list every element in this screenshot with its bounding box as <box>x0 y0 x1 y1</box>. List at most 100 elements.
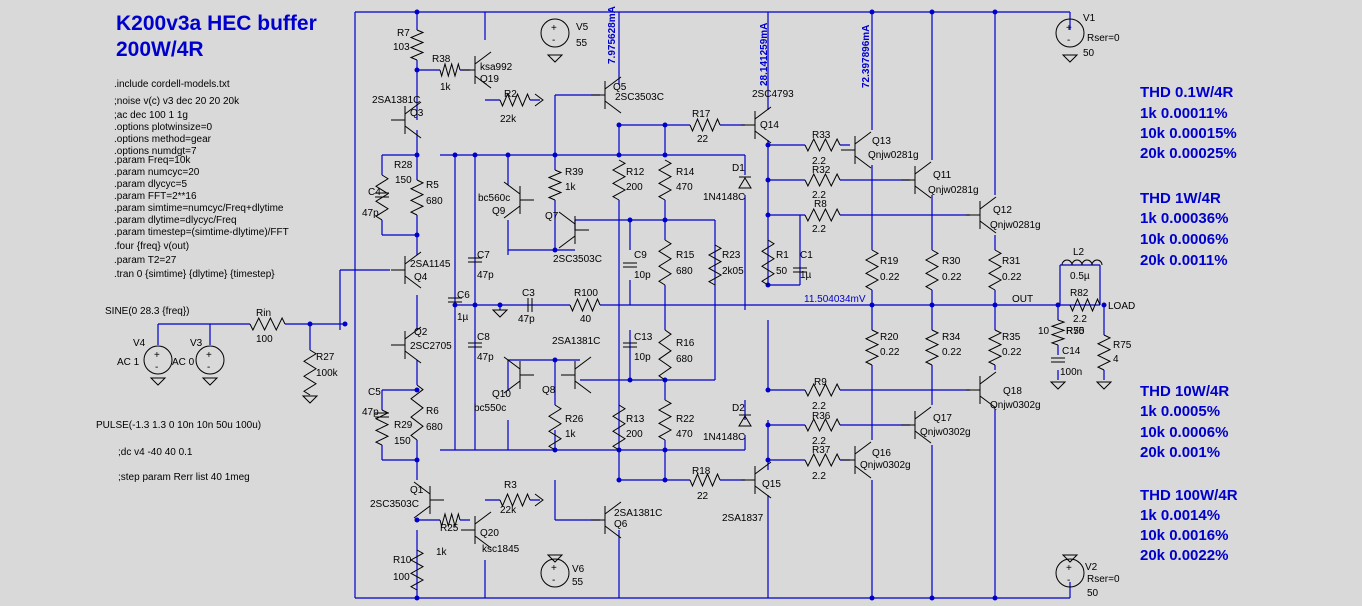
transistor-emitter <box>474 535 492 549</box>
inductor-name: L2 <box>1073 247 1085 258</box>
capacitor-value: 47p <box>362 208 379 219</box>
resistor-symbol <box>612 404 626 451</box>
resistor-name: R36 <box>812 411 831 422</box>
junction-dot <box>414 387 420 393</box>
transistor-collector <box>474 511 492 525</box>
directive-line: .param Freq=10k <box>114 155 191 166</box>
thd-annotations: THD 0.1W/4R 1k 0.00011% 10k 0.00015% 20k… <box>1140 84 1238 564</box>
capacitor-value: 10p <box>634 352 651 363</box>
source-rser: Rser=0 <box>1087 574 1120 585</box>
net-label-out: OUT <box>1012 294 1033 305</box>
ground-symbol <box>149 377 167 386</box>
junction-dot <box>929 595 935 601</box>
junction-dot <box>662 152 668 158</box>
ground-symbol <box>546 554 564 563</box>
capacitor-value: 47p <box>362 407 379 418</box>
source-rser: Rser=0 <box>1087 33 1120 44</box>
transistor-model: 2SA1381C <box>552 336 600 347</box>
transistor-collector <box>503 356 521 370</box>
thd-heading: THD 0.1W/4R <box>1140 84 1234 101</box>
source-name: V6 <box>572 564 585 575</box>
resistor-symbol <box>658 239 672 286</box>
resistor-name: R17 <box>692 109 711 120</box>
transistor-model: Qnjw0281g <box>928 185 979 196</box>
resistor-name: R8 <box>814 199 827 210</box>
transistor-emitter <box>979 395 997 409</box>
resistor-symbol <box>864 329 880 366</box>
directive-line: .four {freq} v(out) <box>114 241 189 252</box>
resistor-name: R82 <box>1070 288 1089 299</box>
resistor-name: R18 <box>692 466 711 477</box>
transistor-emitter <box>474 75 492 89</box>
thd-row: 1k 0.00036% <box>1140 210 1228 227</box>
junction-dot <box>929 302 935 308</box>
capacitor-value: 100n <box>1060 367 1082 378</box>
voltage-source-symbol <box>540 558 570 588</box>
transistor-collector <box>979 196 997 210</box>
junction-dot <box>662 447 668 453</box>
junction-dot <box>414 67 420 73</box>
thd-row: 10k 0.0016% <box>1140 527 1228 544</box>
voltage-source-symbol <box>540 18 570 48</box>
plus-sign: + <box>551 563 557 574</box>
diode-symbol <box>738 177 752 189</box>
ground-symbol <box>1095 381 1113 390</box>
resistor-name: R19 <box>880 256 899 267</box>
diode-name: D2 <box>732 403 745 414</box>
resistor-value: 2.2 <box>812 190 826 201</box>
resistor-name: R16 <box>676 338 695 349</box>
transistor-collector <box>604 501 622 515</box>
junction-dot <box>662 217 668 223</box>
transistor-emitter <box>914 430 932 444</box>
capacitor-name: C13 <box>634 332 653 343</box>
thd-heading: THD 100W/4R <box>1140 487 1238 504</box>
capacitor-value: 47p <box>518 314 535 325</box>
resistor-symbol <box>804 137 841 153</box>
resistor-value: 2.2 <box>812 471 826 482</box>
resistor-name: R37 <box>812 445 831 456</box>
transistor-emitter <box>854 465 872 479</box>
resistor-value: 0.22 <box>1002 272 1022 283</box>
resistor-value: 1k <box>436 547 448 558</box>
plus-sign: + <box>1066 563 1072 574</box>
resistor-symbol <box>657 399 673 441</box>
thd-row: 20k 0.0022% <box>1140 547 1228 564</box>
current-probe: 72.397896mA <box>861 25 872 88</box>
resistor-name: R22 <box>676 414 695 425</box>
resistor-name: R5 <box>426 180 439 191</box>
junction-dot <box>552 152 558 158</box>
transistor-emitter <box>604 100 622 114</box>
junction-dot <box>505 152 511 158</box>
transistor-model: 2SC3503C <box>553 254 602 265</box>
resistor-symbol <box>987 329 1003 366</box>
capacitor-name: C1 <box>800 250 813 261</box>
directive-line: .options numdgt=7 <box>114 146 197 157</box>
resistor-value: 22k <box>500 505 517 516</box>
junction-dot <box>414 152 420 158</box>
resistor-value: 200 <box>626 182 643 193</box>
resistor-name: R38 <box>432 54 451 65</box>
resistor-name: R12 <box>626 167 645 178</box>
transistor-collector <box>474 51 492 65</box>
junction-dot <box>765 212 771 218</box>
junction-dot <box>992 302 998 308</box>
transistor-model: Qnjw0281g <box>990 220 1041 231</box>
dc-sweep-directive: ;dc v4 -40 40 0.1 <box>118 447 193 458</box>
junction-dot <box>869 302 875 308</box>
capacitor-name: C14 <box>1062 346 1081 357</box>
minus-sign: - <box>1067 575 1070 586</box>
junction-dot <box>765 387 771 393</box>
junction-dot <box>472 152 478 158</box>
spice-directives: .include cordell-models.txt ;noise v(c) … <box>114 79 289 280</box>
resistor-value: 2.2 <box>1073 314 1087 325</box>
resistor-symbol <box>410 384 424 441</box>
source-name: V5 <box>576 22 589 33</box>
junction-dot <box>765 142 771 148</box>
junction-dot <box>627 377 633 383</box>
transistor-model: 2SC3503C <box>615 92 664 103</box>
transistor-collector <box>413 481 431 495</box>
resistor-symbol <box>864 249 880 291</box>
transistor-model: Qnjw0302g <box>860 460 911 471</box>
resistor-name: R34 <box>942 332 961 343</box>
schematic-title: K200v3a HEC buffer <box>116 12 317 35</box>
